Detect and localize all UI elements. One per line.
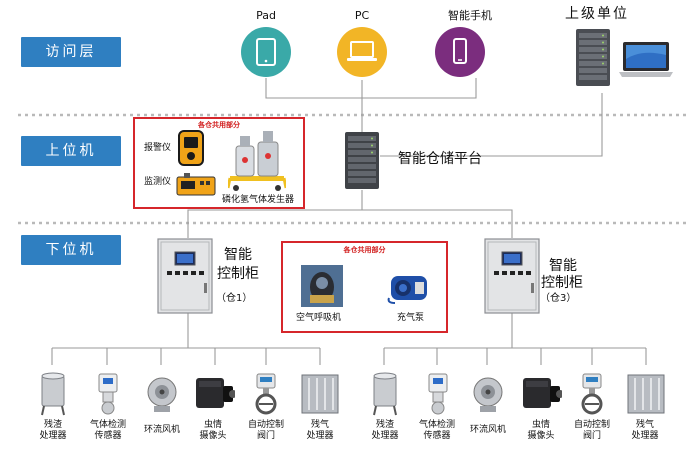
- left-control-valve-icon: [255, 373, 277, 415]
- air-pump-icon: [387, 276, 427, 304]
- right-circulation-fan-label: 环流风机: [469, 425, 506, 435]
- left-cabinet-title-1: 智能: [224, 247, 252, 263]
- pad-device: [241, 27, 291, 77]
- right-cabinet-title-2: 控制柜: [541, 275, 583, 291]
- superior-laptop-icon: [619, 42, 673, 77]
- right-residual-gas-processor-icon: [627, 374, 665, 414]
- breathing-apparatus-icon: [301, 265, 343, 307]
- left-cabinet-warehouse: （仓1）: [216, 293, 253, 304]
- right-cabinet-warehouse: （仓3）: [540, 293, 577, 304]
- left-gas-sensor-icon: [98, 373, 118, 415]
- tablet-icon: [256, 38, 276, 66]
- right-cabinet-title-1: 智能: [549, 258, 577, 274]
- pc-device: [337, 27, 387, 77]
- left-cabinet-icon: [157, 238, 213, 314]
- right-pest-camera-icon: [523, 378, 562, 408]
- generator-device-icon: [228, 131, 286, 191]
- left-cabinet-title-2: 控制柜: [217, 266, 259, 282]
- right-gas-sensor-label: 气体检测 传感器: [418, 420, 455, 441]
- superior-server-icon: [576, 29, 610, 86]
- shared-upper-box: [133, 117, 305, 209]
- left-residual-gas-processor-icon: [301, 374, 339, 414]
- phone-label: 智能手机: [448, 9, 492, 22]
- platform-server-icon: [345, 132, 379, 189]
- left-residue-processor-label: 残渣 处理器: [39, 420, 67, 441]
- left-residue-processor-icon: [41, 372, 65, 416]
- monitor-device-icon: [176, 173, 216, 196]
- right-gas-sensor-icon: [428, 373, 448, 415]
- platform-label: 智能仓储平台: [398, 151, 482, 167]
- right-cabinet-icon: [484, 238, 540, 314]
- laptop-icon: [347, 41, 377, 61]
- right-residue-processor-icon: [373, 372, 397, 416]
- right-circulation-fan-icon: [473, 377, 503, 412]
- shared-upper-title: 各仓共用部分: [198, 121, 240, 129]
- pc-label: PC: [354, 9, 370, 22]
- right-residual-gas-processor-label: 残气 处理器: [631, 420, 659, 441]
- left-control-valve-label: 自动控制 阀门: [247, 420, 284, 441]
- monitor-label: 监测仪: [144, 177, 172, 187]
- alarm-label: 报警仪: [144, 143, 172, 153]
- superior-label: 上级单位: [565, 6, 629, 22]
- shared-lower-title: 各仓共用部分: [343, 246, 386, 254]
- layer-label-upper: 上位机: [21, 136, 121, 166]
- right-control-valve-icon: [581, 373, 603, 415]
- left-pest-camera-icon: [196, 378, 235, 408]
- layer-label-lower: 下位机: [21, 235, 121, 265]
- left-residual-gas-processor-label: 残气 处理器: [306, 420, 334, 441]
- layer-label-access: 访问层: [21, 37, 121, 67]
- right-residue-processor-label: 残渣 处理器: [371, 420, 399, 441]
- left-gas-sensor-label: 气体检测 传感器: [89, 420, 126, 441]
- right-pest-camera-label: 虫情 摄像头: [527, 420, 555, 441]
- phone-device: [435, 27, 485, 77]
- left-circulation-fan-icon: [147, 377, 177, 412]
- pad-label: Pad: [256, 9, 276, 22]
- air-pump-label: 充气泵: [397, 313, 425, 323]
- right-control-valve-label: 自动控制 阀门: [573, 420, 610, 441]
- left-pest-camera-label: 虫情 摄像头: [199, 420, 227, 441]
- shared-lower-box: [281, 241, 448, 333]
- generator-label: 磷化氢气体发生器: [222, 195, 295, 205]
- smartphone-icon: [453, 38, 467, 64]
- breathing-apparatus-label: 空气呼吸机: [296, 313, 342, 323]
- left-circulation-fan-label: 环流风机: [143, 425, 180, 435]
- alarm-device-icon: [178, 130, 204, 166]
